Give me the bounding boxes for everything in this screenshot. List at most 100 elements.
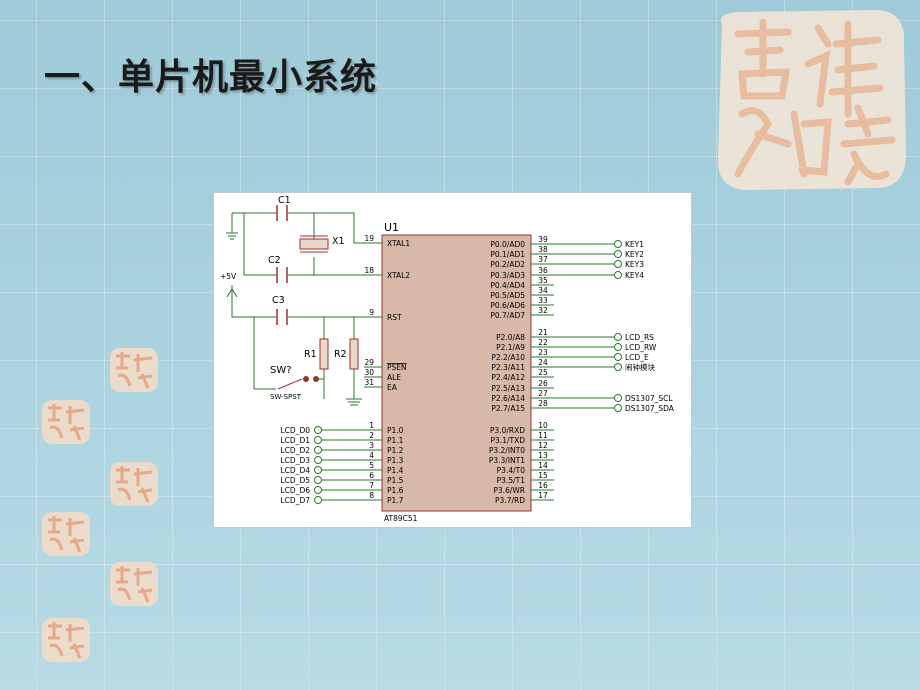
pin-number: 11 (538, 431, 548, 440)
pin-name: P1.7 (387, 496, 404, 505)
net-terminal (614, 333, 622, 341)
net-label: LCD_D1 (281, 436, 311, 445)
pin-name: P0.2/AD2 (490, 260, 525, 269)
pin-name: P0.6/AD6 (490, 301, 525, 310)
pin-number: 25 (538, 368, 548, 377)
pin-name: P2.5/A13 (491, 384, 525, 393)
seal-logo-small (110, 462, 158, 506)
net-terminal (314, 496, 322, 504)
net-label: KEY4 (625, 271, 644, 280)
pin-name: P1.6 (387, 486, 404, 495)
pin-number: 7 (369, 481, 374, 490)
pin-number: 23 (538, 348, 548, 357)
ic-body (381, 234, 532, 512)
pin-number: 5 (369, 461, 374, 470)
switch-part-label: SW-SPST (270, 393, 302, 401)
pin-name: P1.2 (387, 446, 404, 455)
net-terminal (614, 404, 622, 412)
pin-name: P1.3 (387, 456, 404, 465)
net-label: LCD_D6 (281, 486, 311, 495)
pin-name: P2.4/A12 (491, 373, 525, 382)
switch-ref-label: SW? (270, 365, 292, 376)
pin-name: P2.3/A11 (491, 363, 525, 372)
net-terminal (614, 343, 622, 351)
pin-name: XTAL2 (387, 271, 410, 280)
net-terminal (614, 363, 622, 371)
pin-number: 19 (364, 234, 374, 243)
pin-name: RST (387, 313, 402, 322)
net-terminal (314, 446, 322, 454)
pin-number: 29 (364, 358, 374, 367)
oscillator-circuit: C1 C2 X1 (226, 195, 382, 283)
pin-number: 2 (369, 431, 374, 440)
pin-name: P2.1/A9 (496, 343, 525, 352)
net-label: KEY2 (625, 250, 644, 259)
pin-number: 3 (369, 441, 374, 450)
net-label: DS1307_SCL (625, 394, 673, 403)
net-terminal (614, 240, 622, 248)
net-terminal (314, 476, 322, 484)
net-label: LCD_D0 (281, 426, 311, 435)
pin-number: 13 (538, 451, 548, 460)
pin-name: P3.2/INT0 (489, 446, 525, 455)
pin-name: P2.6/A14 (491, 394, 525, 403)
net-terminal (314, 466, 322, 474)
r1-label: R1 (304, 349, 317, 360)
pin-number: 22 (538, 338, 548, 347)
pin-number: 14 (538, 461, 548, 470)
vcc-label: +5V (220, 272, 237, 281)
net-terminal (614, 271, 622, 279)
pin-number: 18 (364, 266, 374, 275)
pin-name: P0.3/AD3 (490, 271, 525, 280)
c2-label: C2 (268, 255, 281, 266)
pin-number: 28 (538, 399, 548, 408)
net-label: KEY3 (625, 260, 644, 269)
pin-name: P0.5/AD5 (490, 291, 525, 300)
pin-name: EA (387, 383, 398, 392)
pin-number: 38 (538, 245, 548, 254)
pin-name: P0.4/AD4 (490, 281, 525, 290)
pin-number: 4 (369, 451, 374, 460)
pin-number: 31 (364, 378, 374, 387)
pin-number: 15 (538, 471, 548, 480)
pin-name: XTAL1 (387, 239, 410, 248)
pin-name: P2.2/A10 (491, 353, 525, 362)
pin-number: 16 (538, 481, 548, 490)
net-terminal (314, 436, 322, 444)
pin-name: P0.1/AD1 (490, 250, 525, 259)
net-label: LCD_D5 (281, 476, 311, 485)
pin-number: 8 (369, 491, 374, 500)
pin-number: 1 (369, 421, 374, 430)
net-label: KEY1 (625, 240, 644, 249)
pin-name: P2.7/A15 (491, 404, 525, 413)
pin-name: PSEN (387, 363, 407, 372)
net-label: LCD_D7 (281, 496, 311, 505)
pin-name: P3.6/WR (493, 486, 525, 495)
pin-number: 30 (364, 368, 374, 377)
pin-number: 17 (538, 491, 548, 500)
pin-name: P0.0/AD0 (490, 240, 525, 249)
lcd-net-labels: LCD_D0LCD_D1LCD_D2LCD_D3LCD_D4LCD_D5LCD_… (281, 426, 322, 505)
pin-name: P1.0 (387, 426, 404, 435)
pin-number: 33 (538, 296, 548, 305)
seal-logo-small (110, 562, 158, 606)
pin-name: P3.1/TXD (491, 436, 526, 445)
pin-name: P0.7/AD7 (490, 311, 525, 320)
c3-label: C3 (272, 295, 285, 306)
net-terminal (614, 260, 622, 268)
seal-logo-small (42, 618, 90, 662)
pin-name: P3.4/T0 (497, 466, 526, 475)
pin-number: 24 (538, 358, 548, 367)
schematic-image: U1 AT89C51 C1 C2 X1 +5V (213, 192, 692, 528)
ic-left-pins: 19XTAL118XTAL29RST29PSEN30ALE31EA1P1.02P… (322, 234, 410, 505)
c1-label: C1 (278, 195, 291, 206)
seal-logo-small (110, 348, 158, 392)
pin-name: P3.0/RXD (490, 426, 525, 435)
net-terminal (314, 426, 322, 434)
pin-name: P2.0/A8 (496, 333, 525, 342)
net-terminal (614, 394, 622, 402)
net-label: LCD_RW (625, 343, 657, 352)
pin-number: 27 (538, 389, 548, 398)
pin-number: 6 (369, 471, 374, 480)
